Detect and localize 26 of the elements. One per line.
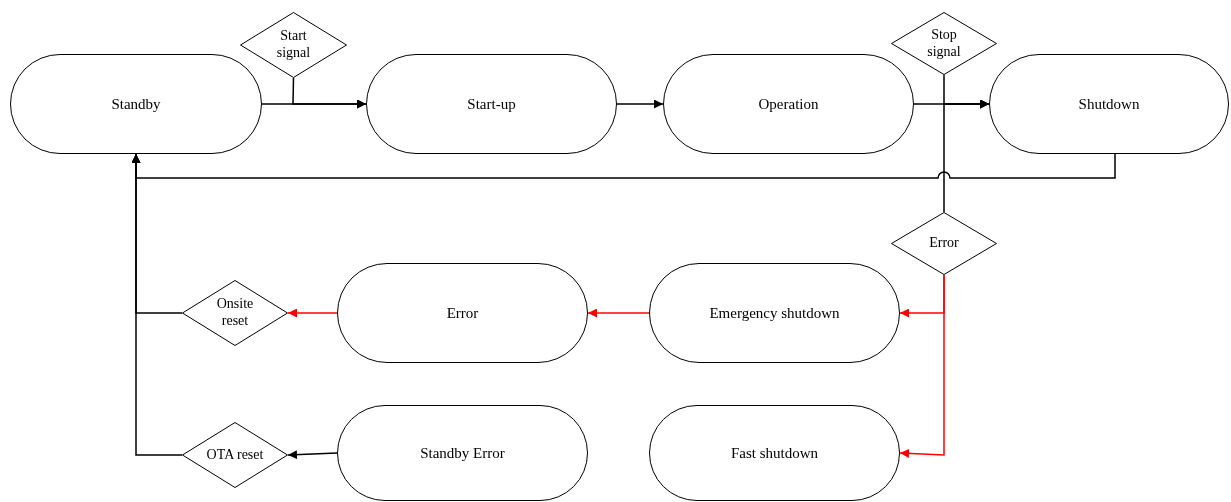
state-label: Error [446, 304, 479, 322]
arrow [287, 308, 338, 318]
decision-diamond [182, 280, 288, 346]
decision-diamond [240, 12, 347, 78]
decision-diamond [891, 12, 997, 75]
state-label: Operation [758, 95, 819, 113]
arrow [943, 99, 990, 213]
state-label: Start-up [467, 95, 516, 113]
condition-label: Error [929, 235, 959, 252]
state-label: Fast shutdown [730, 444, 819, 462]
arrow [287, 450, 338, 460]
arrow [131, 153, 183, 456]
decision-diamond [182, 422, 288, 488]
state-label: Emergency shutdown [709, 304, 840, 322]
arrow [292, 77, 367, 109]
state-label: Standby [111, 95, 161, 113]
arrow [587, 308, 650, 318]
decision-diamond [891, 212, 997, 275]
condition-label: Start signal [275, 28, 312, 62]
condition-label: Onsite reset [215, 296, 255, 330]
state-label: Shutdown [1078, 95, 1140, 113]
condition-label: Stop signal [926, 26, 962, 61]
state-label: Standby Error [420, 444, 505, 462]
arrow [616, 99, 664, 109]
arrow [899, 274, 945, 458]
condition-label: OTA reset [206, 446, 264, 464]
